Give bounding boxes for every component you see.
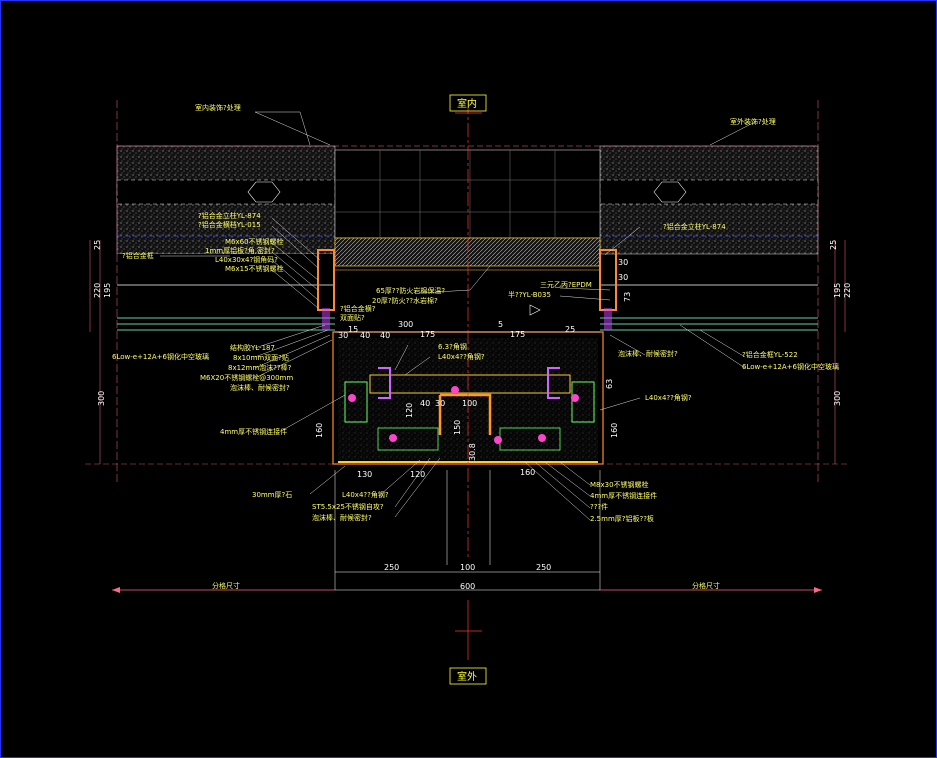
label-right-7: 6Low-e+12A+6钢化中空玻璃 <box>742 362 839 371</box>
label-left-18: 30mm厚?石 <box>252 491 292 499</box>
label-left-2: ?铝合金横档YL-015 <box>198 220 261 229</box>
dim-300-l: 300 <box>97 391 106 406</box>
left-annotations: 室内装饰?处理 ?铝合金立柱YL-874 ?铝合金横档YL-015 M6x60不… <box>112 103 438 522</box>
label-right-11: ???件 <box>590 502 608 511</box>
label-right-8: L40x4??角钢? <box>645 393 692 402</box>
grid-label-right: 分格尺寸 <box>692 581 720 590</box>
label-left-6: M6x15不锈钢螺栓 <box>225 264 284 273</box>
label-left-3: M6x60不锈钢螺栓 <box>225 237 284 246</box>
dim-30-8: 30.8 <box>468 443 477 461</box>
label-left-14: 8x12mm泡沫??棒? <box>228 363 292 372</box>
dim-120b: 120 <box>410 470 425 479</box>
label-right-12: 2.5mm厚?铝板??板 <box>590 514 654 523</box>
title-top-box <box>449 94 487 112</box>
label-left-10: 20厚?防火??水岩棉? <box>372 296 438 305</box>
dim-220-r: 220 <box>843 283 852 298</box>
dim-160-l: 160 <box>315 423 324 438</box>
label-left-0: 室内装饰?处理 <box>195 103 241 112</box>
dim-175-b: 175 <box>510 330 525 339</box>
left-wall <box>116 145 336 314</box>
label-center-0: 6.3?角钢 <box>438 342 467 351</box>
dim-30-r: 30 <box>618 258 628 267</box>
grid-label-left: 分格尺寸 <box>212 581 240 590</box>
center-annotations: 6.3?角钢 L40x4??角钢? 65厚??防火岩棉保温? <box>376 286 485 361</box>
label-left-16: 泡沫棒、耐候密封? <box>230 383 290 392</box>
dim-130: 130 <box>357 470 372 479</box>
dim-175-a: 175 <box>420 330 435 339</box>
dim-40a: 40 <box>360 331 370 340</box>
dim-160-r: 160 <box>610 423 619 438</box>
dim-100: 100 <box>460 563 475 572</box>
dim-5: 5 <box>498 320 503 329</box>
dim-63: 63 <box>605 379 614 389</box>
label-left-17: 4mm厚不锈钢连接件 <box>220 427 287 436</box>
dimension-texts: 300 175 175 15 30 40 40 5 25 63 120 40 3… <box>93 240 852 591</box>
dim-250-a: 250 <box>384 563 399 572</box>
dim-40b: 40 <box>380 331 390 340</box>
label-left-15: M6X20不锈钢螺栓@300mm <box>200 373 293 382</box>
label-center-2: 65厚??防火岩棉保温? <box>376 286 445 295</box>
dim-220-l: 220 <box>93 283 102 298</box>
right-annotations: 室外装饰?处理 ?铝合金立柱YL-874 三元乙丙?EPDM 半??YL-B03… <box>508 117 839 523</box>
dim-30-rb: 30 <box>618 273 628 282</box>
label-right-1: ?铝合金立柱YL-874 <box>663 222 726 231</box>
label-left-11: 结构胶YL-187 <box>230 343 275 352</box>
dim-300-r: 300 <box>833 391 842 406</box>
label-left-19: L40x4??角钢? <box>342 490 389 499</box>
right-wall <box>599 145 819 286</box>
label-right-5: 泡沫棒、耐候密封? <box>618 349 678 358</box>
label-left-13: 8x10mm双面?贴 <box>233 353 289 362</box>
label-left-7: ?铝合金框 <box>122 251 154 260</box>
label-left-4: 1mm厚铝板?角,密封? <box>205 246 275 255</box>
label-right-4: 半??YL-B035 <box>508 290 551 299</box>
label-left-12: 6Low-e+12A+6钢化中空玻璃 <box>112 352 209 361</box>
label-right-6: ?铝合金框YL-522 <box>742 350 798 359</box>
dim-150: 150 <box>453 420 462 435</box>
label-left-9: 双面贴? <box>340 313 365 322</box>
dim-300-top: 300 <box>398 320 413 329</box>
dim-15: 15 <box>348 325 358 334</box>
dim-25-rr: 25 <box>829 240 838 250</box>
dim-30: 30 <box>338 331 348 340</box>
dimension-lines <box>85 240 850 593</box>
dim-600: 600 <box>460 582 475 591</box>
dim-120: 120 <box>405 403 414 418</box>
dim-100-c: 100 <box>462 399 477 408</box>
title-bottom-box <box>449 667 487 685</box>
label-center-1: L40x4??角钢? <box>438 352 485 361</box>
flag-marker <box>529 304 541 316</box>
dim-73: 73 <box>623 292 632 302</box>
label-right-3: 三元乙丙?EPDM <box>540 281 592 289</box>
label-right-10: 4mm厚不锈钢连接件 <box>590 491 657 500</box>
label-left-8: ?铝合金横? <box>340 304 376 313</box>
dim-195-l: 195 <box>103 283 112 298</box>
leader-lines <box>160 111 756 521</box>
dim-250-b: 250 <box>536 563 551 572</box>
dim-25-l: 25 <box>93 240 102 250</box>
label-left-1: ?铝合金立柱YL-874 <box>198 211 261 220</box>
center-panel <box>334 149 601 271</box>
dim-195-r: 195 <box>833 283 842 298</box>
label-left-5: L40x30x4?钢角码? <box>215 255 278 264</box>
label-right-0: 室外装饰?处理 <box>730 117 776 126</box>
dim-30c: 30 <box>435 399 445 408</box>
dim-40c: 40 <box>420 399 430 408</box>
label-left-21: 泡沫棒、耐候密封? <box>312 513 372 522</box>
dim-160b: 160 <box>520 468 535 477</box>
label-left-20: ST5.5x25不锈钢自攻? <box>312 502 384 511</box>
dim-25-r: 25 <box>565 325 575 334</box>
title-bottom: 室外 <box>457 670 477 683</box>
label-right-9: M8x30不锈钢螺栓 <box>590 480 649 489</box>
title-top: 室内 <box>457 97 477 110</box>
glass-units <box>117 317 818 331</box>
